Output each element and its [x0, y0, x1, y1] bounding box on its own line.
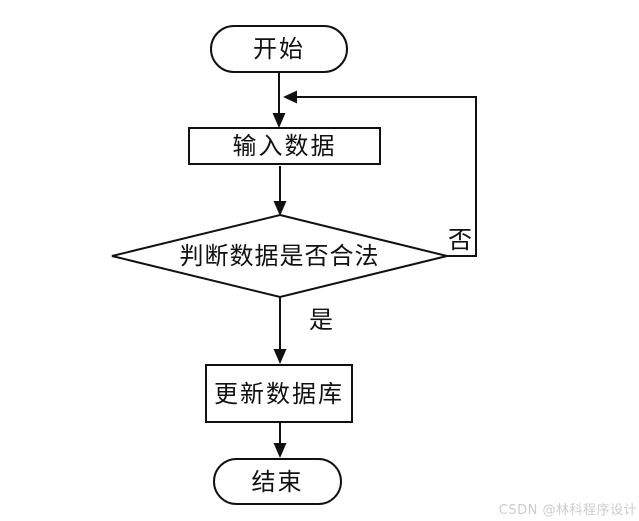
arrowhead-into-decision: [273, 201, 287, 216]
edge-decision-no-loop: [297, 96, 477, 257]
node-validate: 判断数据是否合法: [112, 215, 447, 297]
node-end-label: 结束: [251, 467, 304, 496]
node-start: 开始: [210, 25, 348, 73]
node-update-db-label: 更新数据库: [214, 379, 344, 408]
watermark: CSDN @林科程序设计: [498, 503, 637, 518]
node-update-db: 更新数据库: [205, 364, 353, 423]
node-input-data-label: 输入数据: [232, 132, 337, 160]
arrowhead-into-end: [273, 443, 287, 458]
node-validate-label: 判断数据是否合法: [179, 242, 380, 270]
edge-label-no: 否: [448, 226, 472, 254]
node-input-data: 输入数据: [188, 127, 381, 165]
node-start-label: 开始: [253, 35, 305, 63]
arrowhead-no-loop: [283, 90, 297, 104]
edge-label-yes: 是: [309, 306, 333, 334]
node-end: 结束: [213, 458, 342, 505]
arrowhead-into-update: [273, 349, 287, 364]
arrowhead-into-input: [272, 113, 286, 128]
